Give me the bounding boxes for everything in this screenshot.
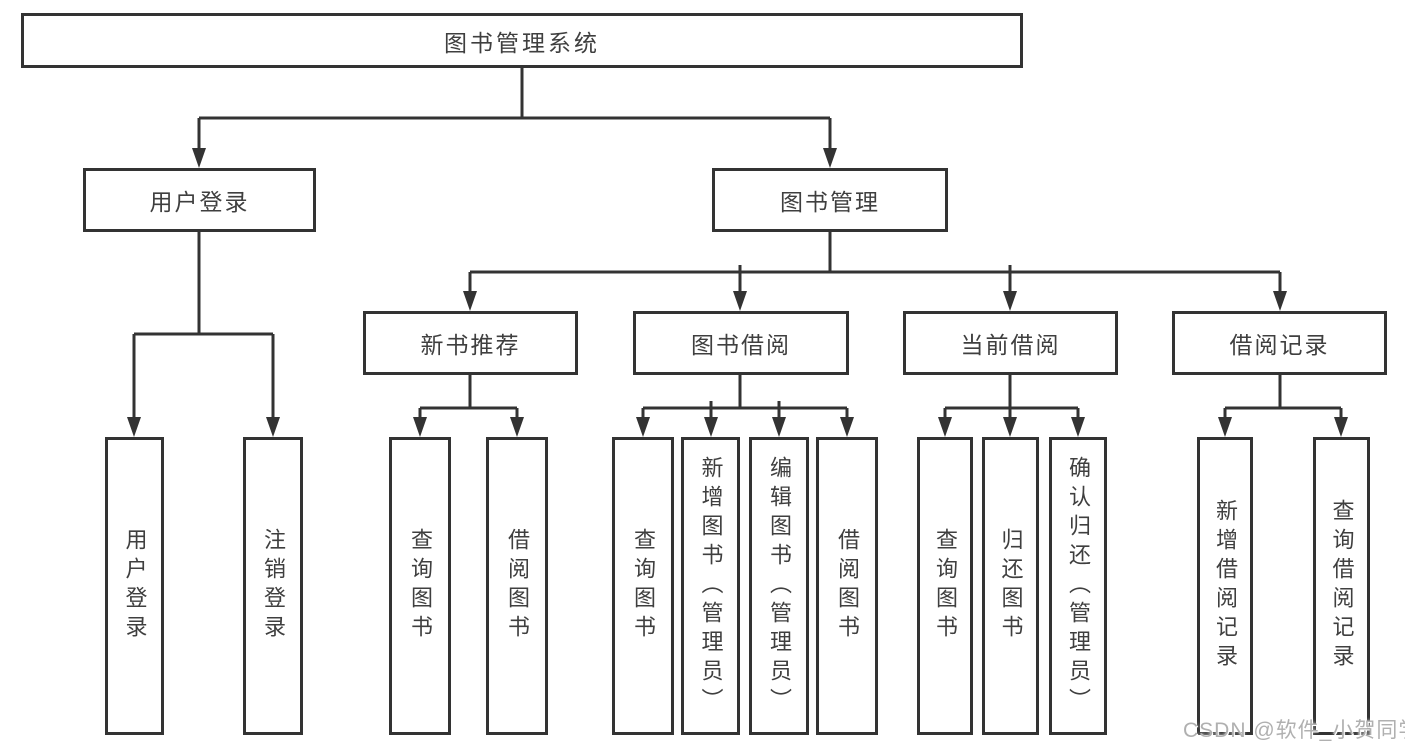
leaf-query-books-borrow-label: 查询图书 xyxy=(631,528,656,644)
node-user-login: 用户登录 xyxy=(83,168,316,232)
leaf-edit-books-admin: 编辑图书（管理员） xyxy=(749,437,809,735)
leaf-add-books-admin: 新增图书（管理员） xyxy=(681,437,740,735)
node-book-borrow: 图书借阅 xyxy=(633,311,849,375)
leaf-query-books-recommend: 查询图书 xyxy=(389,437,451,735)
node-root-label: 图书管理系统 xyxy=(444,29,600,56)
leaf-user-login: 用户登录 xyxy=(105,437,164,735)
node-new-book-recommend-label: 新书推荐 xyxy=(420,332,521,358)
leaf-query-books-current-label: 查询图书 xyxy=(933,528,958,644)
leaf-user-login-label: 用户登录 xyxy=(122,528,148,644)
leaf-borrow-books-label: 借阅图书 xyxy=(835,528,860,644)
node-current-borrow-label: 当前借阅 xyxy=(960,332,1061,358)
node-current-borrow: 当前借阅 xyxy=(903,311,1118,375)
watermark: CSDN @软件_小贺同学 xyxy=(1183,719,1405,742)
leaf-borrow-books-recommend: 借阅图书 xyxy=(486,437,548,735)
node-new-book-recommend: 新书推荐 xyxy=(363,311,578,375)
leaf-query-borrow-record-label: 查询借阅记录 xyxy=(1329,499,1355,673)
leaf-borrow-books-recommend-label: 借阅图书 xyxy=(505,528,530,644)
node-borrow-records: 借阅记录 xyxy=(1172,311,1387,375)
leaf-logout: 注销登录 xyxy=(243,437,303,735)
leaf-return-books: 归还图书 xyxy=(982,437,1039,735)
leaf-logout-label: 注销登录 xyxy=(261,528,286,644)
leaf-add-borrow-record-label: 新增借阅记录 xyxy=(1213,499,1238,673)
leaf-add-books-admin-label: 新增图书（管理员） xyxy=(698,455,724,717)
leaf-edit-books-admin-label: 编辑图书（管理员） xyxy=(767,455,792,717)
node-borrow-records-label: 借阅记录 xyxy=(1229,332,1330,358)
leaf-confirm-return-admin: 确认归还（管理员） xyxy=(1049,437,1107,735)
leaf-query-books-current: 查询图书 xyxy=(917,437,973,735)
leaf-borrow-books: 借阅图书 xyxy=(816,437,878,735)
leaf-query-books-recommend-label: 查询图书 xyxy=(408,528,433,644)
leaf-query-borrow-record: 查询借阅记录 xyxy=(1313,437,1370,735)
leaf-return-books-label: 归还图书 xyxy=(998,528,1024,644)
node-book-borrow-label: 图书借阅 xyxy=(691,332,791,358)
leaf-add-borrow-record: 新增借阅记录 xyxy=(1197,437,1253,735)
node-user-login-label: 用户登录 xyxy=(149,189,250,215)
leaf-query-books-borrow: 查询图书 xyxy=(612,437,674,735)
leaf-confirm-return-admin-label: 确认归还（管理员） xyxy=(1066,455,1091,717)
node-root-system: 图书管理系统 xyxy=(21,13,1023,68)
node-book-management-label: 图书管理 xyxy=(780,189,880,215)
node-book-management: 图书管理 xyxy=(712,168,948,232)
